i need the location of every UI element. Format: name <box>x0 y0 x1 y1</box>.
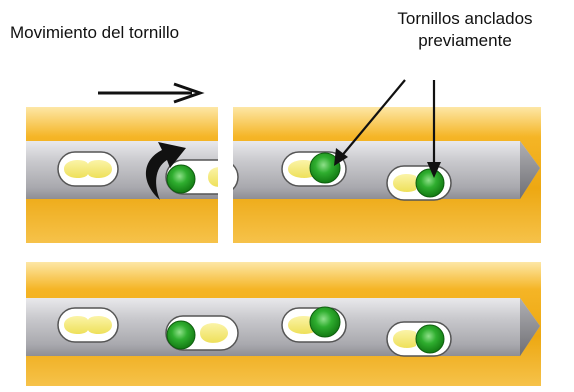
screw <box>415 324 445 354</box>
bottom-panel <box>26 262 541 386</box>
screw-anchored <box>309 152 341 184</box>
arrow-down-icon <box>427 80 441 178</box>
anchored-screws-label-line1: Tornillos anclados <box>397 9 533 28</box>
screw <box>309 306 341 338</box>
anchored-screws-label-line2: previamente <box>418 31 512 50</box>
screw <box>166 320 196 350</box>
top-panel <box>26 107 541 243</box>
screw-movement-label: Movimiento del tornillo <box>10 23 180 42</box>
screw-anchored <box>415 168 445 198</box>
arrow-down-icon <box>334 79 406 166</box>
curved-arrow-icon <box>145 142 186 200</box>
nail-slot <box>57 151 119 187</box>
nail-slot <box>57 307 119 343</box>
bone-gap <box>218 107 233 243</box>
arrow-right-icon <box>98 82 205 104</box>
screw-moving <box>166 164 196 194</box>
anchored-screws-label: Tornillos anclados previamente <box>360 8 570 52</box>
